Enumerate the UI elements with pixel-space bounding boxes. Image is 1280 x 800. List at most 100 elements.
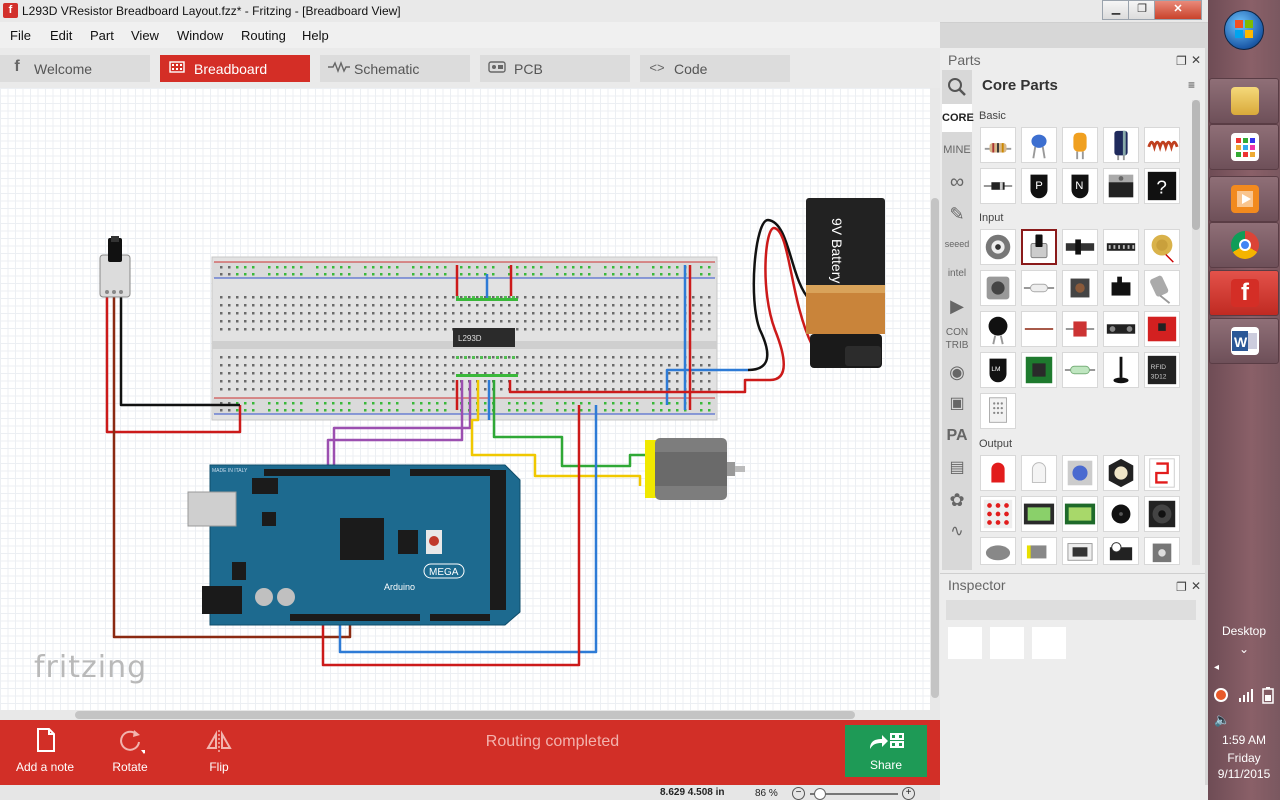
menu-file[interactable]: File	[10, 28, 31, 43]
parts-close-button[interactable]: ✕	[1191, 53, 1201, 67]
battery-9v[interactable]: 9V Battery	[806, 198, 885, 368]
part-rgb-led[interactable]	[1062, 455, 1098, 491]
part-lcd-16x2[interactable]	[1062, 496, 1098, 532]
part-red-led[interactable]	[980, 455, 1016, 491]
tab-schematic[interactable]: Schematic	[320, 55, 470, 82]
part-transistor-pnp[interactable]: P	[1021, 168, 1057, 204]
canvas-vertical-scrollbar[interactable]	[930, 88, 940, 720]
part-piezo-sensor[interactable]	[1144, 229, 1180, 265]
bin-pa[interactable]: PA	[946, 427, 968, 444]
part-dc-motor[interactable]	[1021, 537, 1057, 565]
part-seven-segment[interactable]	[1144, 455, 1180, 491]
bin-intel[interactable]: intel	[947, 268, 967, 279]
part-slide-potentiometer[interactable]	[1062, 229, 1098, 265]
bin-contrib[interactable]: CON TRIB	[945, 327, 969, 351]
part-tilt-switch[interactable]	[1144, 270, 1180, 306]
part-humidity-sensor[interactable]	[980, 393, 1016, 429]
parts-search-button[interactable]	[942, 72, 972, 102]
taskbar-file-explorer[interactable]	[1209, 78, 1279, 124]
part-temperature-sensor[interactable]: LM	[980, 352, 1016, 388]
part-stepper-motor[interactable]	[1144, 537, 1180, 565]
tab-pcb[interactable]: PCB	[480, 55, 630, 82]
maximize-button[interactable]: ❐	[1128, 0, 1156, 20]
bin-fab[interactable]: ✎	[942, 200, 972, 228]
dc-motor[interactable]	[645, 438, 745, 500]
part-buzzer[interactable]	[1103, 496, 1139, 532]
share-button[interactable]: Share	[845, 725, 927, 777]
part-led-matrix[interactable]	[980, 496, 1016, 532]
part-reed-switch[interactable]	[1021, 270, 1057, 306]
part-electrolytic-capacitor[interactable]	[1103, 127, 1139, 163]
taskbar-media-player[interactable]	[1209, 176, 1279, 222]
part-resistor[interactable]	[980, 127, 1016, 163]
bin-lilypad[interactable]: ▤	[942, 454, 972, 482]
battery-icon[interactable]	[1262, 686, 1274, 707]
part-inductor[interactable]	[1144, 127, 1180, 163]
flip-button[interactable]: Flip	[174, 720, 264, 785]
part-slide-switch[interactable]	[1103, 270, 1139, 306]
clock-day[interactable]: Friday	[1227, 751, 1261, 765]
part-pushbutton[interactable]	[1062, 270, 1098, 306]
menu-view[interactable]: View	[131, 28, 159, 43]
menu-part[interactable]: Part	[90, 28, 114, 43]
clock-time[interactable]: 1:59 AM	[1221, 733, 1267, 747]
part-servo[interactable]	[1103, 537, 1139, 565]
clock-date[interactable]: 9/11/2015	[1217, 767, 1271, 781]
add-note-button[interactable]: Add a note	[0, 720, 90, 785]
chevron-down-icon[interactable]: ⌄	[1238, 642, 1250, 656]
parts-float-button[interactable]: ❐	[1176, 54, 1187, 68]
taskbar-fritzing[interactable]: f	[1209, 270, 1279, 316]
minimize-button[interactable]: ▁	[1102, 0, 1130, 20]
canvas-horizontal-scrollbar[interactable]	[0, 710, 930, 720]
bin-analog[interactable]: ∿	[942, 518, 972, 546]
part-transistor-npn[interactable]: N	[1062, 168, 1098, 204]
part-force-sensor[interactable]	[1062, 311, 1098, 347]
part-flex-sensor[interactable]	[1021, 311, 1057, 347]
start-button[interactable]	[1224, 10, 1264, 50]
part-mosfet[interactable]	[1103, 168, 1139, 204]
part-potentiometer[interactable]	[1021, 229, 1057, 265]
tray-expand-icon[interactable]: ◂	[1214, 662, 1220, 673]
zoom-slider-handle[interactable]	[814, 788, 826, 800]
part-antenna[interactable]	[1103, 352, 1139, 388]
tray-app-icon[interactable]	[1214, 688, 1228, 705]
menu-help[interactable]: Help	[302, 28, 329, 43]
bin-snootlab[interactable]: ▶	[942, 292, 972, 320]
part-ir-sensor[interactable]	[1103, 311, 1139, 347]
taskbar-chrome[interactable]	[1209, 222, 1279, 268]
show-desktop-label[interactable]: Desktop	[1221, 624, 1267, 638]
bin-mine[interactable]: MINE	[943, 144, 971, 156]
network-signal-icon[interactable]	[1238, 688, 1254, 705]
bin-core[interactable]: CORE	[942, 104, 974, 132]
taskbar-word[interactable]: W	[1209, 318, 1279, 364]
part-speaker[interactable]	[1144, 496, 1180, 532]
bin-seeed[interactable]: seeed	[944, 239, 970, 249]
part-photocell[interactable]	[980, 311, 1016, 347]
tab-welcome[interactable]: f Welcome	[0, 55, 150, 82]
part-white-led[interactable]	[1021, 455, 1057, 491]
menu-window[interactable]: Window	[177, 28, 224, 43]
part-lcd-display[interactable]	[1021, 496, 1057, 532]
part-motor-driver[interactable]	[1062, 537, 1098, 565]
arduino-mega[interactable]: MADE IN ITALY Arduino MEGA	[187, 464, 521, 626]
bin-menu-button[interactable]: ≡	[1188, 78, 1195, 92]
breadboard-canvas[interactable]: L293D	[0, 88, 930, 710]
part-header-strip[interactable]	[1103, 229, 1139, 265]
part-diode[interactable]	[980, 168, 1016, 204]
part-reed-tube[interactable]	[1062, 352, 1098, 388]
menu-edit[interactable]: Edit	[50, 28, 73, 43]
part-vibration-motor[interactable]	[980, 537, 1016, 565]
tab-breadboard[interactable]: Breadboard	[160, 55, 310, 82]
taskbar-app-grid[interactable]	[1209, 124, 1279, 170]
tab-code[interactable]: <> Code	[640, 55, 790, 82]
part-mystery-part[interactable]: ?	[1144, 168, 1180, 204]
part-sensor-breakout[interactable]	[1144, 311, 1180, 347]
parts-scrollbar[interactable]	[1192, 100, 1200, 565]
bin-sparkfun[interactable]: ◉	[942, 358, 972, 386]
part-tantalum-capacitor[interactable]	[1062, 127, 1098, 163]
potentiometer[interactable]	[99, 236, 131, 298]
volume-icon[interactable]: 🔈	[1214, 712, 1231, 727]
part-gps-module[interactable]	[1021, 352, 1057, 388]
close-button[interactable]: ✕	[1154, 0, 1202, 20]
